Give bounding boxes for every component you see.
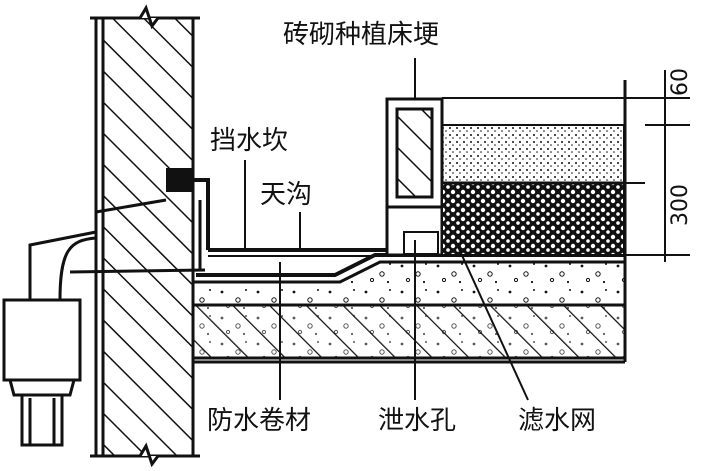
drainage-gravel <box>441 182 625 256</box>
drain-pipe-horizontal <box>69 268 206 274</box>
break-mark-top <box>90 4 200 30</box>
dimension-60: 60 <box>668 68 693 96</box>
break-mark-bottom <box>90 442 200 468</box>
label-water-stop-sill: 挡水坎 <box>210 126 289 156</box>
scupper-pipe <box>192 178 210 250</box>
leader-filter-mesh <box>454 239 529 401</box>
sanitary-fixture <box>2 230 97 447</box>
scupper-box <box>166 168 192 192</box>
label-drain-hole: 泄水孔 <box>378 406 457 436</box>
dimension-300: 300 <box>668 184 693 226</box>
drain-hole-opening <box>403 231 439 255</box>
label-gutter: 天沟 <box>260 180 313 210</box>
screed-layer <box>191 260 627 307</box>
brick-wall <box>101 16 195 458</box>
planting-soil <box>441 124 625 184</box>
label-waterproof-membrane: 防水卷材 <box>207 406 312 436</box>
label-planter-curb: 砖砌种植床埂 <box>283 20 440 50</box>
inner-pipe <box>95 198 167 214</box>
planter-curb-brick <box>395 107 434 199</box>
slab-concrete-fill <box>193 305 625 358</box>
label-filter-mesh: 滤水网 <box>518 406 597 436</box>
